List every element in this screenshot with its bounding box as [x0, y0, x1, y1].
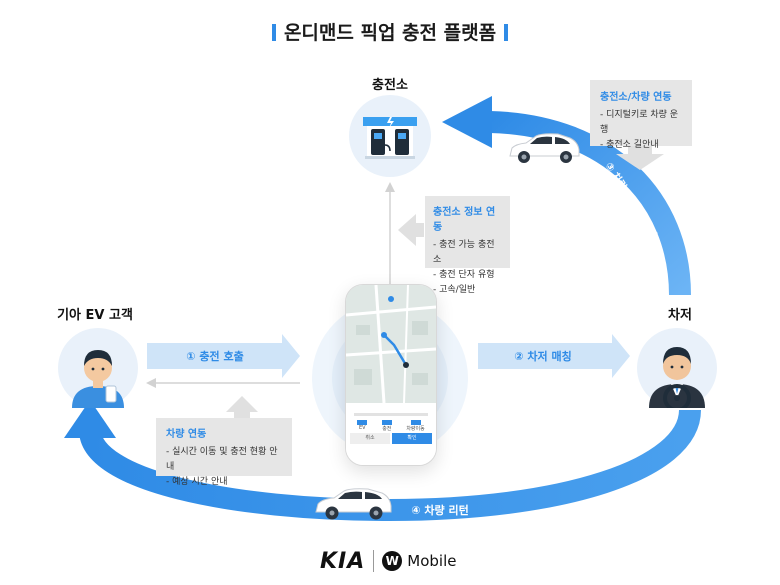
title-text: 온디맨드 픽업 충전 플랫폼	[283, 22, 497, 44]
phone-option-label: 충전	[382, 426, 392, 432]
info-box-item: - 디지털키로 차량 운행	[600, 110, 679, 135]
car-icon-return	[315, 488, 392, 520]
footer-logos: KIA W Mobile	[320, 546, 456, 576]
map-icon	[346, 285, 436, 404]
phone-map	[346, 285, 436, 404]
title-bar-right	[504, 24, 509, 41]
info-box-station-info: 충전소 정보 연동 - 충전 가능 충전소 - 충전 단자 유형 - 고속/일반	[425, 196, 510, 295]
info-box-item: - 실시간 이동 및 충전 현황 안내	[166, 447, 278, 472]
phone-option[interactable]: EV	[357, 420, 368, 432]
phone-panel-line	[354, 413, 428, 416]
page-title: 온디맨드 픽업 충전 플랫폼	[0, 18, 780, 45]
info-box-vehicle: 차량 연동 - 실시간 이동 및 충전 현황 안내 - 예상 시간 안내	[156, 418, 292, 487]
grey-arrow-up	[226, 396, 258, 418]
station-label: 충전소	[372, 78, 408, 93]
info-box-station-vehicle-heading: 충전소/차량 연동	[600, 92, 672, 103]
logo-divider	[373, 550, 375, 572]
option-icon	[381, 420, 392, 425]
grey-arrow-down	[616, 146, 664, 170]
phone-option[interactable]: 충전	[381, 420, 392, 432]
info-box-station-info-heading: 충전소 정보 연동	[433, 207, 496, 233]
phone-confirm-button[interactable]: 확인	[392, 433, 432, 444]
option-icon	[357, 420, 368, 425]
driver-person-icon	[649, 347, 705, 412]
curve-arrow-pickup-head	[442, 96, 492, 148]
phone-options: EV 충전 차량이동	[350, 420, 432, 432]
kia-logo: KIA	[320, 548, 366, 574]
phone-option-label: EV	[358, 425, 366, 431]
curve-arrow-pickup	[489, 111, 691, 296]
info-box-item: - 충전 단자 유형	[433, 270, 495, 280]
driver-circle	[637, 328, 717, 412]
info-box-vehicle-heading: 차량 연동	[166, 429, 207, 440]
w-mobile-icon: W	[382, 551, 403, 571]
customer-label: 기아 EV 고객	[57, 308, 133, 323]
info-box-item: - 고속/일반	[433, 285, 476, 295]
grey-arrow-left	[398, 214, 424, 246]
customer-person-icon	[72, 350, 124, 408]
light-arrow-match	[478, 334, 630, 378]
phone-panel: EV 충전 차량이동 취소 확인	[346, 403, 436, 465]
car-icon-pickup	[509, 133, 580, 163]
light-arrow-call	[147, 334, 300, 378]
info-box-item: - 예상 시간 안내	[166, 477, 228, 487]
phone-option[interactable]: 차량이동	[406, 420, 425, 432]
customer-circle	[58, 328, 138, 408]
info-box-station-vehicle: 충전소/차량 연동 - 디지털키로 차량 운행 - 충전소 길안내	[590, 80, 692, 150]
title-bar-left	[271, 24, 276, 41]
mobile-logo-text: Mobile	[407, 552, 457, 570]
station-circle	[349, 95, 431, 177]
phone-option-label: 차량이동	[406, 426, 425, 432]
info-box-item: - 충전 가능 충전소	[433, 240, 495, 265]
phone-cancel-button[interactable]: 취소	[350, 433, 390, 444]
info-box-item: - 충전소 길안내	[600, 140, 659, 150]
driver-label: 차저	[668, 308, 692, 323]
step-4-label: ④ 차량 리턴	[411, 504, 469, 517]
step-1-label: ① 충전 호출	[186, 350, 244, 363]
charging-station-icon	[363, 117, 417, 159]
curve-arrow-return-head	[64, 400, 116, 438]
step-2-label: ② 차저 매칭	[514, 350, 572, 363]
option-icon	[410, 420, 421, 425]
phone-mockup: EV 충전 차량이동 취소 확인	[345, 284, 437, 466]
